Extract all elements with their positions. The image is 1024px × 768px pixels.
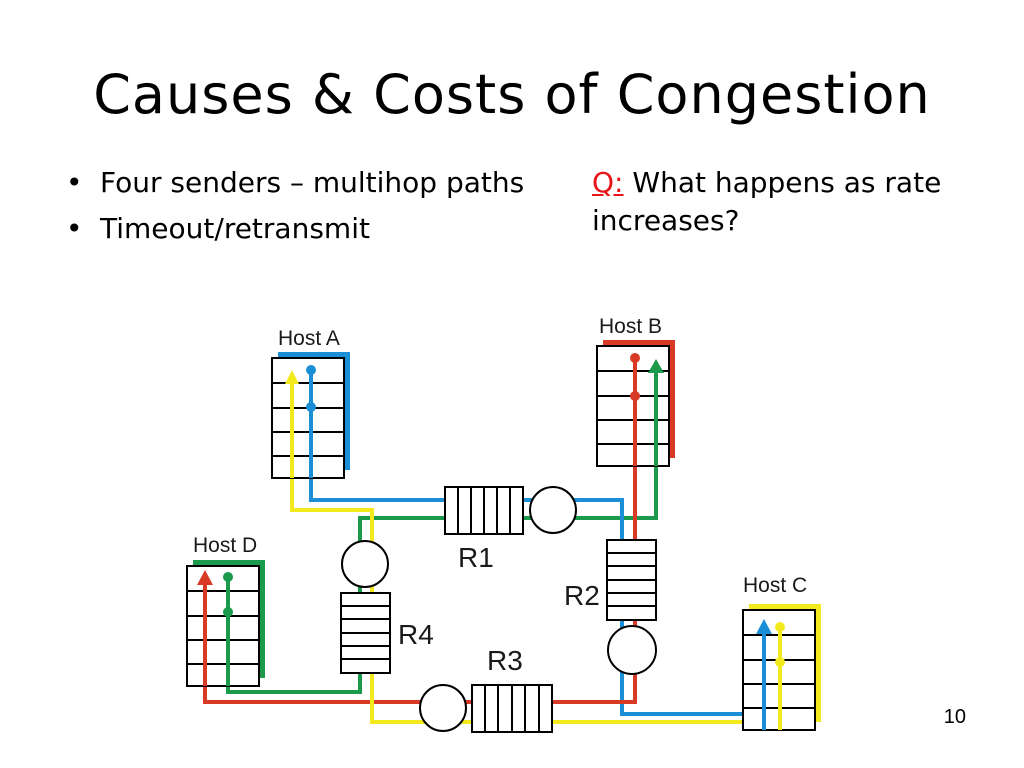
host-d-label: Host D	[193, 534, 257, 557]
question-text: What happens as rate increases?	[592, 166, 942, 237]
question-block: Q: What happens as rate increases?	[592, 164, 972, 240]
router-r2: R2	[564, 539, 657, 675]
bullet-text: Four senders – multihop paths	[100, 166, 525, 199]
router-r2-label: R2	[564, 580, 600, 611]
router-r3: R3	[419, 645, 553, 733]
router-r1-label: R1	[458, 542, 494, 573]
router-r1: R1	[444, 486, 577, 573]
question-prefix: Q:	[592, 166, 624, 199]
bullet-list: • Four senders – multihop paths • Timeou…	[58, 164, 528, 256]
router-r3-label: R3	[487, 645, 523, 676]
host-b-label: Host B	[599, 315, 662, 338]
bullet-item: • Timeout/retransmit	[58, 210, 528, 248]
router-r4-label: R4	[398, 619, 434, 650]
bullet-item: • Four senders – multihop paths	[58, 164, 528, 202]
bullet-text: Timeout/retransmit	[100, 212, 370, 245]
host-a-label: Host A	[278, 327, 340, 350]
page-number: 10	[943, 706, 966, 728]
router-r4: R4	[340, 540, 434, 674]
bullet-dot: •	[66, 212, 83, 245]
red-path	[203, 358, 637, 704]
bullet-dot: •	[66, 166, 83, 199]
host-c-label: Host C	[743, 574, 807, 597]
path-endpoints	[197, 353, 785, 667]
slide-title: Causes & Costs of Congestion	[93, 63, 931, 126]
